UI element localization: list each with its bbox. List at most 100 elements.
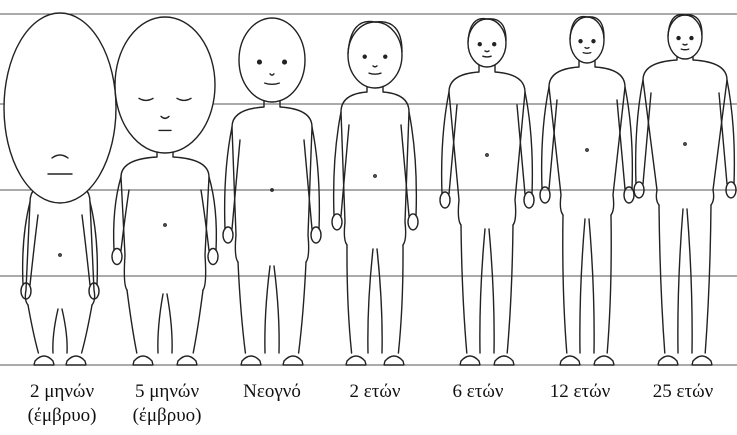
caption-5-months: 5 μηνών(έμβρυο) [117, 380, 217, 428]
torso-outline [549, 59, 625, 215]
right-leg-inner [62, 309, 67, 353]
right-arm-inner [82, 215, 90, 285]
human-figures [4, 13, 736, 365]
left-leg-inner [368, 249, 373, 353]
left-hand [332, 214, 342, 230]
caption-2-years: 2 ετών [325, 380, 425, 404]
figure-stage-6 [540, 17, 634, 365]
left-arm [114, 177, 121, 251]
right-eye [384, 55, 387, 58]
figure-stage-2 [112, 17, 218, 365]
right-leg-inner [167, 294, 172, 353]
right-eye [592, 40, 595, 43]
right-arm [625, 87, 632, 189]
right-hand [208, 249, 218, 265]
figure-stage-3 [223, 18, 321, 365]
left-arm [442, 92, 449, 194]
right-leg-outer [607, 215, 611, 353]
right-leg-inner [274, 266, 279, 353]
left-foot [346, 356, 366, 365]
right-arm-inner [517, 105, 525, 194]
left-arm-inner [30, 215, 38, 285]
torso-outline [232, 98, 312, 262]
torso-outline [121, 149, 209, 290]
right-foot [177, 356, 197, 365]
head [348, 22, 402, 88]
right-leg-outer [705, 205, 711, 353]
nose [585, 48, 589, 49]
left-foot [560, 356, 580, 365]
right-leg-inner [489, 229, 494, 353]
left-leg-inner [158, 294, 163, 353]
right-leg-inner [589, 219, 594, 353]
left-leg-inner [53, 309, 58, 353]
right-foot [692, 356, 712, 365]
left-arm [542, 87, 549, 189]
caption-25-years: 25 ετών [633, 380, 733, 404]
left-eye [478, 43, 481, 46]
left-leg-inner [480, 229, 485, 353]
right-leg-outer [82, 305, 92, 353]
mouth [681, 49, 688, 50]
left-arm [334, 112, 341, 216]
left-leg-outer [28, 305, 38, 353]
figure-stage-1 [4, 13, 116, 365]
right-foot [594, 356, 614, 365]
left-hand [440, 192, 450, 208]
right-leg-outer [507, 225, 513, 353]
right-eye [493, 43, 496, 46]
right-arm [727, 80, 734, 184]
navel [164, 224, 166, 226]
torso-outline [341, 84, 409, 245]
caption-12-years: 12 ετών [530, 380, 630, 404]
right-hand [624, 187, 634, 203]
left-eye [677, 37, 680, 40]
figure-stage-5 [440, 19, 534, 365]
right-leg-outer [398, 245, 403, 353]
left-leg-outer [563, 215, 567, 353]
right-arm [209, 177, 216, 251]
figure-stage-4 [332, 21, 418, 365]
right-foot [384, 356, 404, 365]
left-hand [112, 249, 122, 265]
mouth [583, 53, 590, 54]
right-foot [494, 356, 514, 365]
nose [683, 44, 687, 45]
left-leg-inner [678, 209, 683, 353]
left-arm [636, 80, 643, 184]
right-eye [283, 60, 287, 64]
left-foot [460, 356, 480, 365]
right-foot [283, 356, 303, 365]
right-foot [66, 356, 86, 365]
right-arm [312, 127, 319, 229]
head [668, 15, 702, 59]
navel [684, 143, 686, 145]
left-leg-outer [127, 290, 137, 353]
left-arm [225, 127, 232, 229]
caption-newborn: Νεογνό [222, 380, 322, 404]
right-leg-inner [377, 249, 382, 353]
right-leg-inner [687, 209, 692, 353]
left-leg-outer [461, 225, 467, 353]
right-hand [524, 192, 534, 208]
head [468, 19, 506, 67]
left-eye [258, 60, 262, 64]
left-eye [363, 55, 366, 58]
navel [586, 149, 588, 151]
left-leg-outer [347, 245, 352, 353]
left-leg-inner [580, 219, 585, 353]
torso-outline [449, 63, 525, 225]
left-foot [241, 356, 261, 365]
torso-outline [643, 55, 727, 205]
right-leg-outer [193, 290, 203, 353]
nose [485, 51, 489, 52]
left-leg-inner [265, 266, 270, 353]
right-hand [311, 227, 321, 243]
right-hand [408, 214, 418, 230]
left-arm-inner [449, 105, 457, 194]
left-foot [34, 356, 54, 365]
left-hand [223, 227, 233, 243]
left-leg-outer [659, 205, 665, 353]
caption-6-years: 6 ετών [428, 380, 528, 404]
